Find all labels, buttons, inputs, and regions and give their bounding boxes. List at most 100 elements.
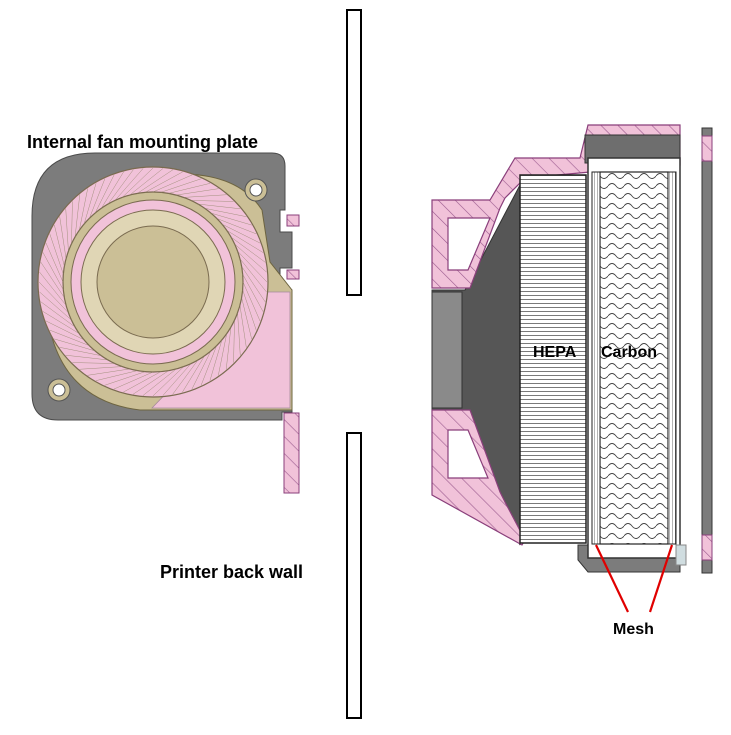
impeller-blade-line [230, 236, 266, 263]
impeller-blade-line [152, 174, 193, 193]
impeller-blade-line [239, 305, 247, 348]
impeller-blade-line [210, 212, 252, 226]
housing-section-bottom [431, 409, 526, 546]
impeller-blade-line [94, 174, 115, 214]
impeller-blade-line [65, 208, 69, 252]
impeller-blade-line [87, 368, 130, 376]
filter-assembly [431, 124, 713, 574]
impeller-blade-line [42, 252, 64, 290]
label-carbon: Carbon [601, 344, 657, 361]
impeller-blade-line [168, 183, 211, 194]
impeller-blade-line [95, 370, 138, 381]
impeller-blade-line [200, 345, 217, 386]
impeller-blade-line [226, 230, 264, 253]
impeller-blade-line [59, 347, 102, 356]
impeller-blade-line [142, 368, 177, 396]
impeller-blade-line [45, 242, 64, 283]
impeller-blade-line [89, 178, 106, 219]
impeller-blade-line [113, 371, 154, 390]
impeller-blade-line [45, 320, 85, 341]
cover-tab-bottom [701, 534, 713, 561]
impeller-blade-line [49, 233, 64, 275]
impeller-blade-line [132, 370, 169, 395]
label-mesh: Mesh [613, 621, 654, 638]
plate-tab-mid [286, 269, 300, 280]
impeller-blade-line [152, 366, 184, 397]
mesh-cap [675, 544, 687, 566]
impeller-blade-line [101, 171, 124, 209]
impeller-blade-line [104, 371, 146, 386]
impeller-blade-line [40, 301, 76, 328]
impeller-blade-line [234, 243, 267, 273]
impeller-blade-line [197, 203, 241, 210]
impeller-blade-line [237, 312, 241, 356]
mesh-right [667, 171, 677, 545]
impeller-blade-line [191, 350, 212, 390]
impeller-blade-line [79, 366, 123, 370]
impeller-blade-line [54, 338, 96, 352]
impeller-blade-line [137, 169, 174, 194]
impeller-blade-line [239, 258, 267, 293]
impeller-blade-line [114, 168, 144, 201]
impeller-blade-line [59, 216, 67, 259]
impeller-blade-line [54, 224, 65, 267]
impeller-blade-line [242, 281, 261, 322]
hepa-filter [519, 174, 587, 544]
impeller-blade-line [145, 171, 183, 193]
back-wall-upper [346, 9, 362, 296]
impeller-blade-line [39, 271, 67, 306]
impeller-blade-line [123, 371, 161, 393]
impeller-blade-line [191, 200, 234, 202]
cover-plate [701, 127, 713, 574]
label-fan-plate: Internal fan mounting plate [27, 132, 258, 152]
impeller-blade-line [65, 354, 109, 361]
impeller-blade-line [122, 167, 154, 198]
impeller-blade-line [160, 178, 202, 193]
impeller-blade-line [40, 261, 65, 298]
impeller-blade-line [74, 194, 81, 238]
impeller-blade-line [242, 289, 257, 331]
mesh-callout-lines [595, 544, 674, 613]
impeller-blade-line [216, 218, 257, 235]
printer-back-wall [346, 9, 362, 719]
carbon-filter [599, 171, 669, 545]
label-hepa: HEPA [533, 344, 577, 361]
impeller-blade-line [233, 320, 235, 363]
impeller-blade-line [39, 291, 72, 321]
impeller-blade-line [49, 329, 90, 346]
impeller-blade-line [172, 359, 199, 395]
filter-shroud-light [431, 291, 463, 409]
mesh-left [591, 171, 601, 545]
impeller-blade-line [225, 326, 232, 370]
mesh-leader-left [595, 544, 629, 613]
mount-hole-top-inner [249, 183, 263, 197]
impeller-blade-line [129, 168, 164, 196]
impeller-blade-line [79, 188, 88, 231]
impeller-hub [96, 225, 210, 339]
impeller-blade-line [83, 183, 97, 225]
impeller-blade-line [182, 355, 205, 393]
impeller-blade-line [204, 208, 247, 217]
cover-tab-top [701, 135, 713, 162]
impeller-blade-line [242, 274, 264, 312]
mount-hole-bottom-inner [52, 383, 66, 397]
impeller-blade-line [38, 281, 69, 313]
impeller-blade-line [209, 339, 223, 381]
impeller-blade-line [218, 333, 227, 376]
impeller-blade-line [162, 363, 192, 396]
impeller-blade-line [176, 188, 219, 196]
plate-tab-upper [286, 214, 300, 227]
impeller-blade-line [107, 169, 134, 205]
impeller-blade-line [221, 223, 261, 244]
back-wall-lower [346, 432, 362, 719]
mesh-leader-right [648, 544, 674, 613]
impeller-blade-line [183, 194, 227, 198]
impeller-blade-line [237, 251, 268, 283]
impeller-blade-line [72, 362, 115, 364]
impeller-blade-line [71, 201, 73, 244]
plate-flange [283, 412, 300, 494]
impeller-blade-line [241, 266, 266, 303]
label-back-wall: Printer back wall [160, 562, 303, 582]
impeller-blades [38, 167, 268, 397]
